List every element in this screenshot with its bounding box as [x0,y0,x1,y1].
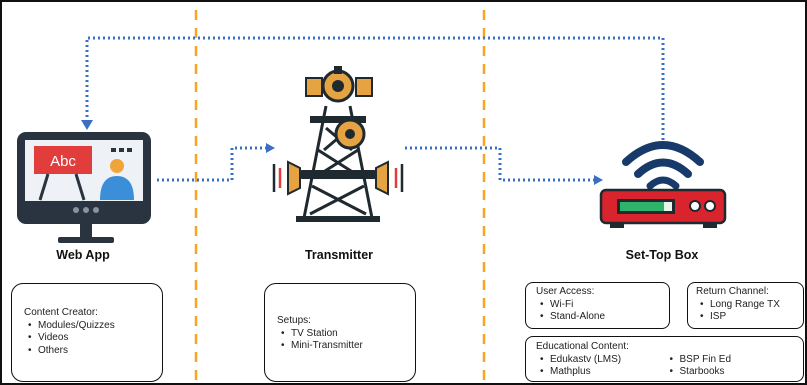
list-item: Edukastv (LMS) [540,354,666,367]
educational-content-list-right: BSP Fin Ed Starbooks [666,354,796,379]
list-item: Stand-Alone [540,311,661,324]
list-item: Starbooks [670,366,796,379]
content-creator-list: Modules/Quizzes Videos Others [24,320,154,358]
whiteboard-icon [34,146,92,174]
educational-content-heading: Educational Content: [536,341,629,352]
content-creator-box: Content Creator: Modules/Quizzes Videos … [11,283,163,382]
set-top-box-icon [599,188,727,228]
setups-heading: Setups: [277,315,311,326]
list-item: Mini-Transmitter [281,340,407,353]
arrowhead-into-webapp [81,120,93,130]
list-item: Videos [28,332,154,345]
list-item: Modules/Quizzes [28,320,154,333]
user-access-heading: User Access: [536,286,595,297]
return-channel-heading: Return Channel: [696,286,769,297]
arrowhead-into-stb [594,175,603,185]
board-text: Abc [50,153,76,170]
web-app-label: Web App [56,248,110,262]
content-creator-heading: Content Creator: [24,307,98,318]
list-item: TV Station [281,328,407,341]
webapp-to-transmitter-connector [157,146,266,182]
list-item: ISP [700,311,799,324]
wifi-icon [622,141,704,190]
list-item: Others [28,345,154,358]
monitor-icon: Abc [17,132,151,243]
setups-list: TV Station Mini-Transmitter [277,328,407,353]
arrowhead-into-transmitter [266,143,275,153]
transmitter-tower-icon [272,66,404,222]
set-top-box-label: Set-Top Box [625,248,699,262]
user-access-list: Wi-Fi Stand-Alone [536,299,661,324]
list-item: Long Range TX [700,299,799,312]
transmitter-label: Transmitter [304,248,374,262]
stb-display [620,202,664,211]
transmitter-to-stb-connector [405,146,594,182]
educational-content-box: Educational Content: Edukastv (LMS) Math… [525,336,804,382]
list-item: BSP Fin Ed [670,354,796,367]
return-channel-list: Long Range TX ISP [696,299,799,324]
user-access-box: User Access: Wi-Fi Stand-Alone [525,282,670,329]
return-channel-box: Return Channel: Long Range TX ISP [687,282,804,329]
setups-box: Setups: TV Station Mini-Transmitter [264,283,416,382]
return-channel-connector [85,36,665,140]
list-item: Mathplus [540,366,666,379]
educational-content-list-left: Edukastv (LMS) Mathplus [536,354,666,379]
educational-content-columns: Edukastv (LMS) Mathplus BSP Fin Ed Starb… [536,354,795,379]
avatar-icon [110,159,124,173]
list-item: Wi-Fi [540,299,661,312]
